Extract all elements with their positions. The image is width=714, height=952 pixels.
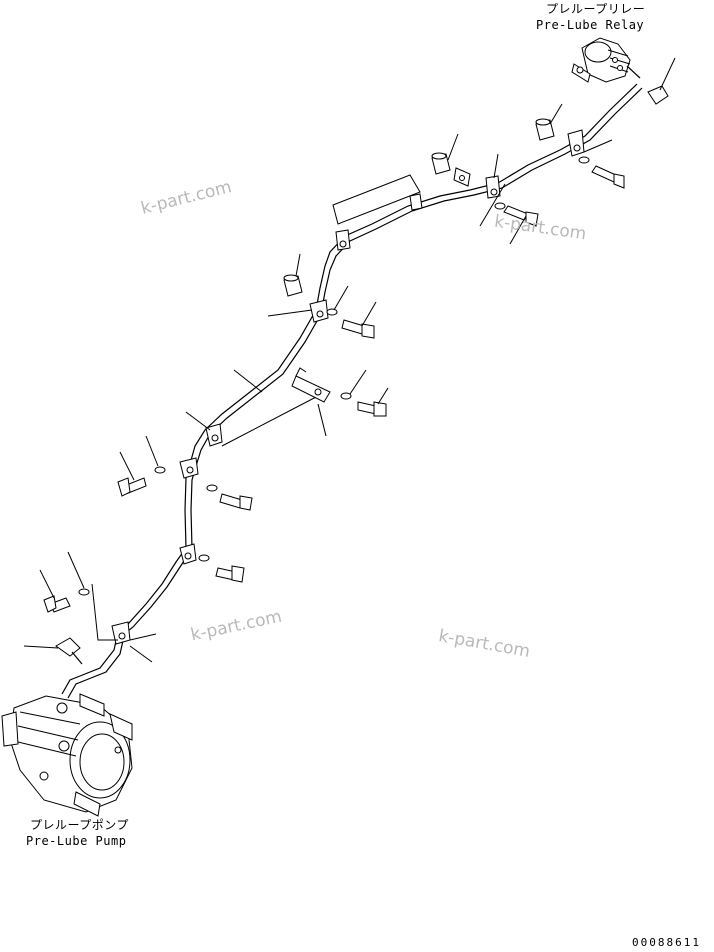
pump-label-en: Pre-Lube Pump: [26, 834, 127, 848]
drawing-number: 00088611: [632, 936, 701, 949]
terminal-boot-pump: [55, 637, 83, 665]
pre-lube-relay: [571, 37, 641, 83]
bolts: [43, 165, 625, 613]
clamps: [111, 129, 585, 645]
relay-label-jp: プレループリレー: [546, 2, 646, 16]
spacers: [283, 118, 555, 297]
terminal-boot-relay: [647, 57, 676, 105]
leader-lines: [23, 103, 613, 663]
branch-wire: [221, 367, 331, 447]
pre-lube-pump: [1, 693, 133, 817]
relay-label-en: Pre-Lube Relay: [536, 18, 645, 32]
washers: [78, 156, 590, 596]
pump-label-jp: プレループポンプ: [30, 818, 129, 832]
